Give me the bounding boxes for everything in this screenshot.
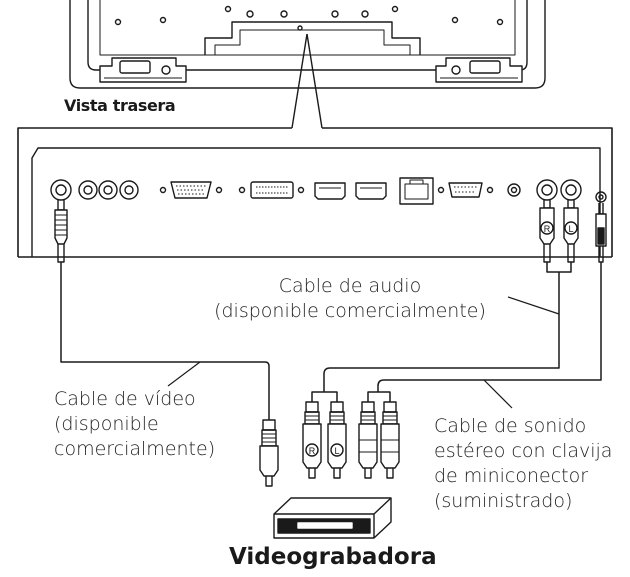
stereo-cable-label: Cable de sonido estéreo con clavija de m… (434, 414, 612, 514)
dvi-port (238, 181, 305, 199)
video-input-jack (50, 179, 72, 201)
mini-plug-panel (595, 203, 607, 263)
stereo-mini-jack (595, 191, 607, 203)
audio-input-jacks (536, 179, 582, 201)
stereo-plug-b-lower (380, 401, 400, 479)
stereo-cable-label-line-1: Cable de sonido (434, 415, 587, 437)
stereo-cable-label-line-3: de miniconector (434, 465, 589, 487)
audio-plug-r-lower (302, 401, 322, 479)
plug-mark-r-panel: R (544, 224, 551, 234)
video-cable-label: Cable de vídeo (disponible comercialment… (54, 387, 215, 462)
audio-cable-label-line-2: (disponible comercialmente) (214, 300, 486, 322)
audio-plug-l-lower (327, 401, 347, 479)
vcr-illustration (273, 497, 392, 539)
audio-plugs-panel (539, 200, 579, 263)
video-cable-label-line-2: (disponible (54, 413, 159, 435)
lan-port (399, 177, 434, 205)
rear-view-label: Vista trasera (64, 96, 176, 115)
vcr-label: Videograbadora (229, 544, 437, 570)
audio-cable-label-line-1: Cable de audio (278, 275, 422, 297)
plug-mark-l-lower: L (334, 446, 339, 456)
terminal-panel (17, 127, 613, 258)
dsub-port (159, 181, 223, 199)
plug-mark-l-panel: L (568, 224, 573, 234)
stereo-cable-label-line-4: (suministrado) (434, 490, 573, 512)
input-terminals (50, 177, 607, 205)
control-jack (507, 183, 521, 197)
video-plug-lower (259, 419, 279, 487)
hdmi-ports (314, 182, 387, 200)
monitor-rear-illustration (69, 0, 546, 129)
cables (60, 262, 602, 420)
serial-port (437, 182, 494, 198)
video-cable-label-line-1: Cable de vídeo (54, 388, 196, 410)
component-jacks (78, 180, 139, 200)
video-cable-label-line-3: comercialmente) (54, 438, 216, 460)
audio-cable-label: Cable de audio (disponible comercialment… (170, 274, 530, 324)
video-plug-panel (54, 200, 68, 263)
stereo-cable-label-line-2: estéreo con clavija (434, 440, 613, 462)
plug-mark-r-lower: R (309, 446, 316, 456)
stereo-plug-a-lower (358, 401, 378, 479)
